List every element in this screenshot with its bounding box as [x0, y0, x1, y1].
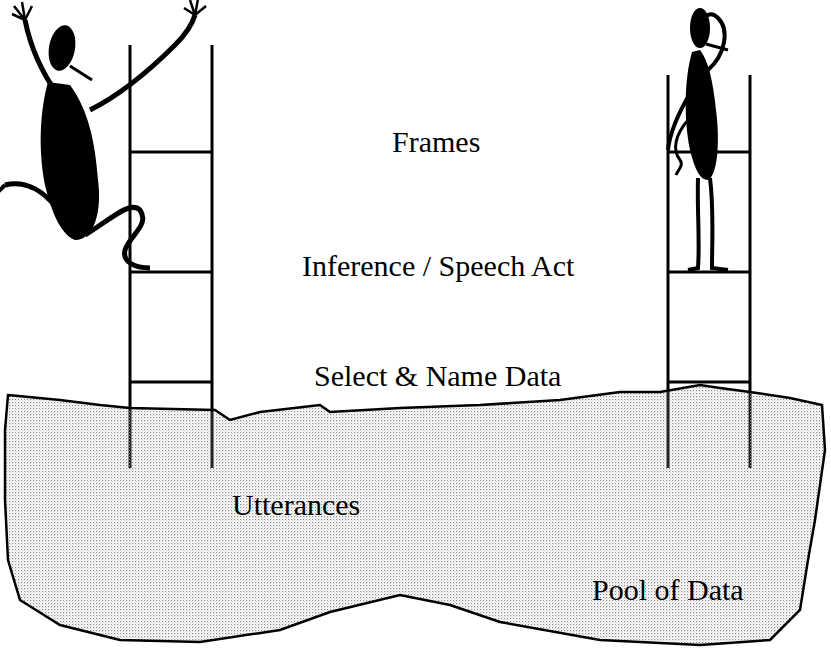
pool-shape: [5, 385, 825, 645]
rung-label: Inference / Speech Act: [302, 249, 574, 284]
jumping-figure: [0, 0, 206, 268]
pool-outline: [3, 383, 828, 647]
pool-label: Pool of Data: [592, 573, 744, 608]
data-pool: UtterancesPool of Data: [3, 383, 828, 647]
rung-label: Frames: [392, 125, 480, 160]
left-ladder: [130, 45, 212, 468]
pool-label: Utterances: [232, 488, 360, 523]
rung-label: Select & Name Data: [314, 359, 561, 394]
puzzled-figure: [668, 8, 728, 270]
